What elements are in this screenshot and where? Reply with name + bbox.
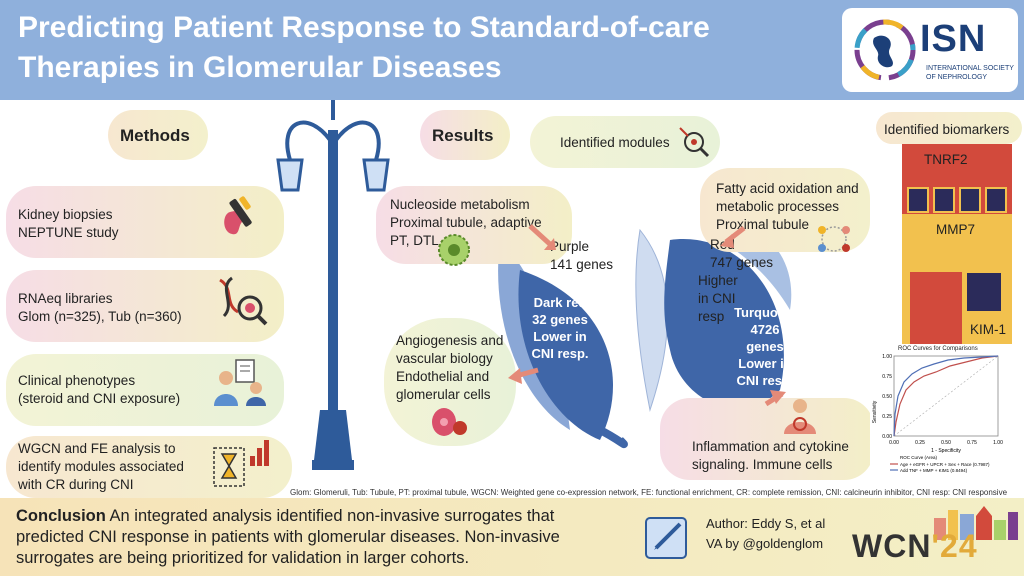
blood-cells-icon	[432, 408, 467, 436]
roc-xlabel: 1 - Specificity	[931, 448, 961, 454]
fatty-acid-text: Fatty acid oxidation and metabolic proce…	[716, 181, 859, 232]
pen-paper-icon	[645, 517, 687, 559]
nucleoside-text: Nucleoside metabolism Proximal tubule, a…	[390, 197, 542, 248]
nucleoside-pill	[376, 186, 572, 264]
roc-curve-baseline	[893, 355, 999, 437]
wcn-city-illustration	[934, 506, 1018, 540]
roc-title: ROC Curves for Comparisons	[898, 346, 978, 352]
dna-magnifier-icon	[219, 276, 268, 326]
isn-emblem-icon	[854, 19, 916, 81]
roc-xtick-4: 1.00	[993, 440, 1003, 446]
roc-xtick-2: 0.50	[941, 440, 951, 446]
results-heading: Results	[432, 126, 494, 145]
method-text-rnaseq: RNAeq libraries Glom (n=325), Tub (n=360…	[18, 291, 182, 324]
darkred-module-label: Dark red 32 genes Lower in CNI resp.	[531, 295, 589, 361]
isn-subtitle: INTERNATIONAL SOCIETY OF NEPHROLOGY	[926, 65, 1014, 81]
wcn24-logo: WCN'24	[852, 528, 978, 564]
page-title: Predicting Patient Response to Standard-…	[18, 11, 710, 84]
isn-wordmark: ISN	[920, 18, 987, 60]
conclusion-text: Conclusion An integrated analysis identi…	[16, 507, 560, 567]
methods-heading-pill	[108, 110, 208, 160]
metabolism-icon	[818, 226, 850, 252]
method-text-phenotypes: Clinical phenotypes (steroid and CNI exp…	[18, 373, 181, 406]
chart-hourglass-icon	[213, 440, 269, 487]
roc-plot: Sensitivity 1.00 0.75 0.50 0.25 0.00 0.0…	[872, 354, 1003, 473]
method-text-biopsies: Kidney biopsies NEPTUNE study	[18, 207, 119, 240]
roc-ytick-3: 0.25	[882, 414, 892, 420]
biomarkers-heading: Identified biomarkers	[884, 122, 1010, 137]
roc-chart: ROC Curves for Comparisons Sensitivity 1…	[870, 346, 1020, 476]
inflammation-pill	[660, 398, 874, 480]
arrows-overlay	[508, 224, 786, 407]
roc-legend-1: Age + eGFR + UPCR + Sex + Race (0.7987)	[900, 462, 990, 467]
turquoise-module-label: Turquoise 4726 genes Lower in CNI resp.	[734, 305, 796, 388]
roc-xtick-1: 0.25	[915, 440, 925, 446]
inflammation-icon	[784, 399, 816, 434]
biomarkers-heading-pill	[876, 112, 1022, 144]
biomarker-kim1: KIM-1	[970, 322, 1007, 337]
kidney-biopsy-icon	[224, 196, 252, 235]
roc-xtick-3: 0.75	[967, 440, 977, 446]
method-item-wgcn	[6, 436, 292, 498]
cell-icon	[438, 234, 470, 266]
roc-curve-biomarkers	[893, 355, 999, 437]
purple-module-label: Purple 141 genes	[550, 239, 614, 272]
street-lamp-illustration	[276, 100, 390, 470]
author-info: Author: Eddy S, et al VA by @goldenglom	[706, 516, 826, 551]
clinician-patient-icon	[214, 359, 266, 406]
identified-modules-pill	[530, 116, 720, 168]
header-banner: Predicting Patient Response to Standard-…	[0, 0, 1024, 100]
roc-ytick-1: 0.75	[882, 374, 892, 380]
roc-legend-2: Add TNF + MMP + KIM1 (0.8494)	[900, 468, 968, 473]
biomarker-building-illustration	[902, 144, 1012, 344]
network-icon	[679, 127, 710, 158]
biomarker-mmp7: MMP7	[936, 222, 976, 237]
isn-logo: ISN INTERNATIONAL SOCIETY OF NEPHROLOGY	[842, 8, 1018, 92]
conclusion-label: Conclusion	[16, 507, 106, 525]
angiogenesis-text: Angiogenesis and vascular biology Endoth…	[396, 333, 504, 402]
inflammation-text: Inflammation and cytokine signaling. Imm…	[692, 439, 849, 472]
roc-legend-title: ROC Curve (Area)	[900, 455, 938, 460]
results-heading-pill	[420, 110, 510, 160]
roc-ylabel: Sensitivity	[872, 400, 878, 423]
roc-ytick-2: 0.50	[882, 394, 892, 400]
methods-heading: Methods	[120, 126, 190, 145]
roc-ytick-4: 0.00	[882, 434, 892, 440]
biomarker-tnrf2: TNRF2	[924, 152, 968, 167]
roc-ytick-0: 1.00	[882, 354, 892, 360]
method-text-wgcn: WGCN and FE analysis to identify modules…	[18, 441, 184, 492]
identified-modules-label: Identified modules	[560, 135, 670, 150]
conclusion-band	[0, 498, 1024, 576]
roc-xtick-0: 0.00	[889, 440, 899, 446]
